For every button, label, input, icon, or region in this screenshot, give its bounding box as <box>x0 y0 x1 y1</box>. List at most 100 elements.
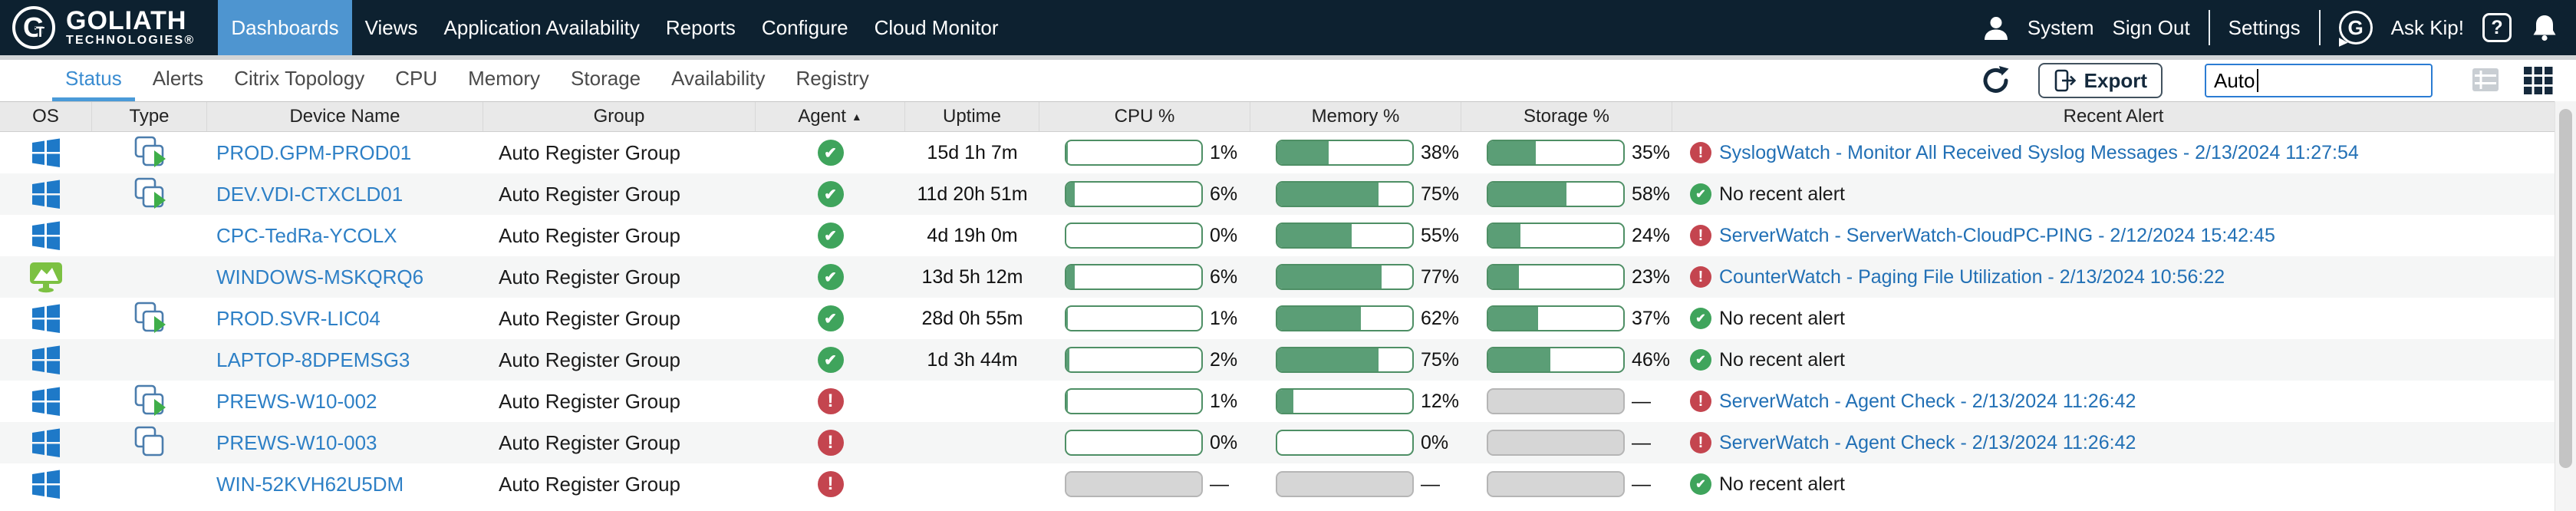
table-row[interactable]: LAPTOP-8DPEMSG3 Auto Register Group ✔ 1d… <box>0 339 2555 381</box>
search-input[interactable] <box>2205 64 2433 97</box>
agent-status-icon: ✔ <box>817 305 844 331</box>
alert-link[interactable]: ServerWatch - Agent Check - 2/13/2024 11… <box>1719 390 2136 412</box>
table-row[interactable]: WIN-52KVH62U5DM Auto Register Group ! — … <box>0 463 2555 505</box>
alert-link[interactable]: CounterWatch - Paging File Utilization -… <box>1719 265 2225 288</box>
tab-memory[interactable]: Memory <box>468 67 541 90</box>
storage-percent-label: 37% <box>1632 307 1671 329</box>
memory-percent-label: 12% <box>1421 390 1460 412</box>
column-header-device-name[interactable]: Device Name <box>207 102 483 131</box>
alert-link[interactable]: ServerWatch - Agent Check - 2/13/2024 11… <box>1719 431 2136 453</box>
table-row[interactable]: PROD.SVR-LIC04 Auto Register Group ✔ 28d… <box>0 298 2555 339</box>
memory-bar: 12% <box>1250 381 1461 422</box>
memory-percent-label: 77% <box>1421 265 1460 288</box>
tab-citrix-topology[interactable]: Citrix Topology <box>234 67 365 90</box>
tab-alerts[interactable]: Alerts <box>152 67 204 90</box>
storage-percent-label: 35% <box>1632 141 1671 163</box>
table-header: OS Type Device Name Group Agent ▲ Uptime… <box>0 101 2555 132</box>
storage-bar: 35% <box>1461 132 1672 173</box>
alert-status-icon: ! <box>1690 225 1711 246</box>
cpu-progress-bar <box>1065 181 1203 207</box>
alert-link[interactable]: ServerWatch - ServerWatch-CloudPC-PING -… <box>1719 224 2275 246</box>
system-menu[interactable]: System <box>2027 15 2094 39</box>
group-label: Auto Register Group <box>499 306 681 330</box>
agent-status-icon: ✔ <box>817 140 844 166</box>
alert-link: No recent alert <box>1719 183 1845 205</box>
nav-item-cloud-monitor[interactable]: Cloud Monitor <box>874 15 999 39</box>
list-view-toggle-icon[interactable] <box>2472 68 2499 91</box>
tab-status[interactable]: Status <box>52 60 135 101</box>
table-row[interactable]: PROD.GPM-PROD01 Auto Register Group ✔ 15… <box>0 132 2555 173</box>
user-icon[interactable] <box>1983 15 2009 40</box>
tab-availability[interactable]: Availability <box>671 67 766 90</box>
device-name-link[interactable]: LAPTOP-8DPEMSG3 <box>216 348 410 371</box>
memory-progress-bar <box>1276 223 1414 249</box>
scrollbar-thumb[interactable] <box>2559 109 2572 468</box>
grid-view-toggle-icon[interactable] <box>2524 67 2553 94</box>
settings-button[interactable]: Settings <box>2228 15 2301 39</box>
memory-percent-label: 62% <box>1421 307 1460 329</box>
column-header-memory[interactable]: Memory % <box>1250 102 1461 131</box>
column-header-agent[interactable]: Agent ▲ <box>756 102 905 131</box>
device-name-link[interactable]: WINDOWS-MSKQRQ6 <box>216 265 424 288</box>
group-label: Auto Register Group <box>499 389 681 413</box>
group-label: Auto Register Group <box>499 348 681 371</box>
agent-status-icon: ✔ <box>817 347 844 373</box>
device-name-link[interactable]: WIN-52KVH62U5DM <box>216 472 404 496</box>
nav-item-views[interactable]: Views <box>364 15 418 39</box>
nav-item-reports[interactable]: Reports <box>665 15 736 39</box>
alert-link[interactable]: SyslogWatch - Monitor All Received Syslo… <box>1719 141 2359 163</box>
cpu-percent-label: 1% <box>1210 390 1238 412</box>
device-name-link[interactable]: DEV.VDI-CTXCLD01 <box>216 182 404 206</box>
table-row[interactable]: DEV.VDI-CTXCLD01 Auto Register Group ✔ 1… <box>0 173 2555 215</box>
memory-progress-bar <box>1276 471 1414 497</box>
vertical-scrollbar[interactable] <box>2555 101 2576 511</box>
tab-storage[interactable]: Storage <box>571 67 641 90</box>
column-header-type[interactable]: Type <box>92 102 207 131</box>
notifications-bell-icon[interactable] <box>2530 13 2559 42</box>
device-name-link[interactable]: PREWS-W10-003 <box>216 430 377 454</box>
column-header-uptime[interactable]: Uptime <box>905 102 1039 131</box>
vm-icon <box>132 301 167 336</box>
table-row[interactable]: WINDOWS-MSKQRQ6 Auto Register Group ✔ 13… <box>0 256 2555 298</box>
export-button[interactable]: Export <box>2037 63 2163 98</box>
storage-percent-label: 24% <box>1632 224 1671 246</box>
tab-cpu[interactable]: CPU <box>395 67 438 90</box>
column-header-storage[interactable]: Storage % <box>1461 102 1672 131</box>
cpu-percent-label: 6% <box>1210 183 1238 205</box>
group-label: Auto Register Group <box>499 265 681 288</box>
export-icon <box>2054 69 2076 92</box>
refresh-button[interactable] <box>1980 64 2012 97</box>
help-icon[interactable]: ? <box>2482 13 2512 42</box>
cpu-percent-label: — <box>1210 473 1229 495</box>
memory-progress-bar <box>1276 264 1414 290</box>
column-header-recent-alert[interactable]: Recent Alert <box>2063 106 2164 127</box>
tab-registry[interactable]: Registry <box>796 67 869 90</box>
storage-percent-label: 46% <box>1632 348 1671 371</box>
storage-bar: — <box>1461 463 1672 505</box>
nav-item-dashboards[interactable]: Dashboards <box>218 0 352 55</box>
table-row[interactable]: CPC-TedRa-YCOLX Auto Register Group ✔ 4d… <box>0 215 2555 256</box>
cpu-progress-bar <box>1065 430 1203 456</box>
kip-logo-icon[interactable]: G <box>2338 11 2373 45</box>
ask-kip-button[interactable]: Ask Kip! <box>2390 15 2464 39</box>
storage-progress-bar <box>1487 223 1625 249</box>
column-header-cpu[interactable]: CPU % <box>1039 102 1250 131</box>
device-name-link[interactable]: CPC-TedRa-YCOLX <box>216 223 397 247</box>
column-header-os[interactable]: OS <box>0 102 92 131</box>
storage-percent-label: 58% <box>1632 183 1671 205</box>
nav-item-application-availability[interactable]: Application Availability <box>443 15 640 39</box>
logo-title: GOLIATH <box>66 5 187 35</box>
device-name-link[interactable]: PREWS-W10-002 <box>216 389 377 413</box>
windows-os-icon <box>31 137 61 168</box>
nav-item-configure[interactable]: Configure <box>761 15 848 39</box>
memory-progress-bar <box>1276 430 1414 456</box>
device-name-link[interactable]: PROD.GPM-PROD01 <box>216 140 412 164</box>
divider <box>2318 10 2321 45</box>
table-row[interactable]: PREWS-W10-002 Auto Register Group ! 1% 1… <box>0 381 2555 422</box>
sign-out-button[interactable]: Sign Out <box>2112 15 2190 39</box>
device-name-link[interactable]: PROD.SVR-LIC04 <box>216 306 380 330</box>
column-header-group[interactable]: Group <box>483 102 756 131</box>
table-row[interactable]: PREWS-W10-003 Auto Register Group ! 0% 0… <box>0 422 2555 463</box>
dashboard-tabs: Status Alerts Citrix Topology CPU Memory… <box>52 60 2576 101</box>
